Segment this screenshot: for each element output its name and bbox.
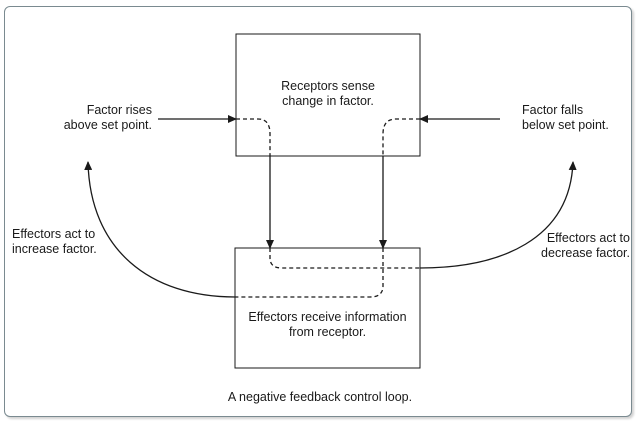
figure-panel xyxy=(4,6,632,417)
decrease-factor-label: Effectors act to decrease factor. xyxy=(541,231,630,260)
figure-caption: A negative feedback control loop. xyxy=(227,390,413,404)
dashed-path-right-effector xyxy=(235,248,384,298)
receptor-label: Receptors sense change in factor. xyxy=(281,79,375,108)
receptor-box xyxy=(235,33,421,157)
effector-box xyxy=(234,247,421,369)
curve-decrease-factor xyxy=(419,161,577,269)
increase-factor-label: Effectors act to increase factor. xyxy=(12,227,97,256)
dashed-path-left-receptor xyxy=(236,118,271,156)
curve-increase-factor xyxy=(84,161,236,298)
dashed-path-left-effector xyxy=(269,248,420,269)
factor-falls-label: Factor falls below set point. xyxy=(522,103,609,132)
factor-rises-label: Factor rises above set point. xyxy=(63,103,152,132)
effector-label: Effectors receive information from recep… xyxy=(248,310,407,339)
dashed-path-right-receptor xyxy=(382,118,420,156)
